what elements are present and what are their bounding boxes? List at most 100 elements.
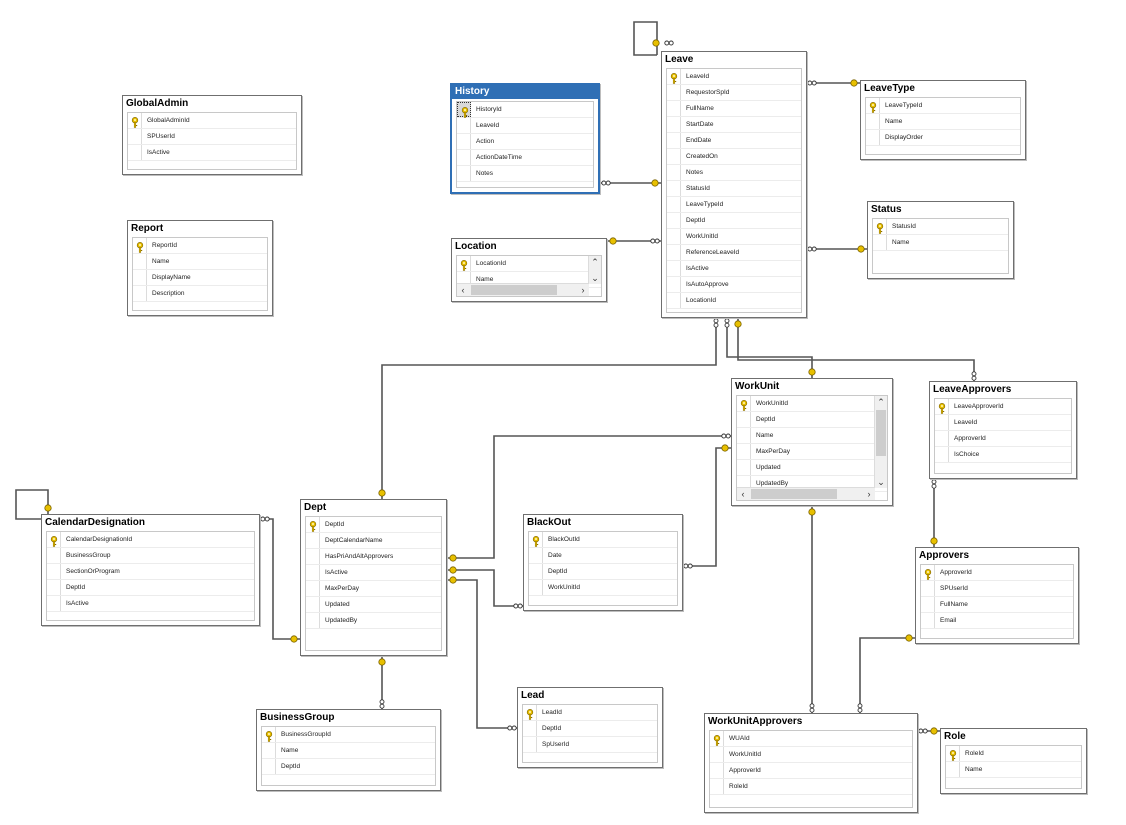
row-selector[interactable] [737,396,751,411]
row-selector[interactable] [935,399,949,414]
column-row[interactable]: DeptId [529,564,677,580]
row-selector[interactable] [133,286,147,301]
column-row[interactable]: RequestorSpId [667,85,801,101]
column-row[interactable]: LeaveId [935,415,1071,431]
table-title[interactable]: GlobalAdmin [126,98,189,109]
row-selector[interactable] [667,69,681,84]
row-selector[interactable] [529,532,543,547]
table-title[interactable]: Approvers [919,550,970,561]
row-selector[interactable] [667,213,681,228]
table-title[interactable]: BlackOut [527,517,571,528]
row-selector[interactable] [47,532,61,547]
column-row[interactable]: SectionOrProgram [47,564,254,580]
row-selector[interactable] [921,613,935,628]
column-row[interactable]: IsActive [128,145,296,161]
row-selector[interactable] [133,254,147,269]
column-row[interactable]: SPUserId [921,581,1073,597]
row-selector[interactable] [306,565,320,580]
scroll-down-icon[interactable]: ⌄ [877,477,885,487]
row-selector[interactable] [457,102,471,118]
row-selector[interactable] [873,219,887,234]
row-selector[interactable] [523,705,537,720]
column-row[interactable]: IsChoice [935,447,1071,463]
row-selector[interactable] [935,447,949,462]
table-title[interactable]: Dept [304,502,327,513]
row-selector[interactable] [133,270,147,285]
column-row[interactable]: DisplayName [133,270,267,286]
column-row[interactable]: StatusId [667,181,801,197]
column-row[interactable]: HasPriAndAltApprovers [306,549,441,565]
row-selector[interactable] [667,85,681,100]
row-selector[interactable] [457,272,471,287]
column-row[interactable]: Name [737,428,887,444]
column-row[interactable]: WUAId [710,731,912,747]
row-selector[interactable] [873,235,887,250]
column-row[interactable]: LeaveTypeId [667,197,801,213]
column-row[interactable]: GlobalAdminId [128,113,296,129]
row-selector[interactable] [710,747,724,762]
row-selector[interactable] [946,746,960,761]
row-selector[interactable] [667,277,681,292]
row-selector[interactable] [710,763,724,778]
scroll-thumb[interactable] [876,410,886,456]
column-row[interactable]: LocationId [667,293,801,309]
row-selector[interactable] [457,166,471,181]
row-selector[interactable] [667,197,681,212]
column-row[interactable]: CreatedOn [667,149,801,165]
column-row[interactable]: Name [866,114,1020,130]
row-selector[interactable] [667,101,681,116]
column-row[interactable]: StartDate [667,117,801,133]
column-row[interactable]: UpdatedBy [306,613,441,629]
column-row[interactable]: ReportId [133,238,267,254]
row-selector[interactable] [737,476,751,491]
row-selector[interactable] [737,460,751,475]
row-selector[interactable] [866,98,880,113]
row-selector[interactable] [935,415,949,430]
row-selector[interactable] [921,597,935,612]
column-row[interactable]: Date [529,548,677,564]
column-row[interactable]: DeptCalendarName [306,533,441,549]
row-selector[interactable] [457,150,471,165]
row-selector[interactable] [529,580,543,595]
column-row[interactable]: DeptId [667,213,801,229]
row-selector[interactable] [523,737,537,752]
column-row[interactable]: RoleId [946,746,1081,762]
column-row[interactable]: Email [921,613,1073,629]
column-row[interactable]: WorkUnitId [710,747,912,763]
row-selector[interactable] [128,113,142,128]
column-row[interactable]: Name [262,743,435,759]
row-selector[interactable] [262,727,276,742]
row-selector[interactable] [128,145,142,160]
column-row[interactable]: Updated [306,597,441,613]
column-row[interactable]: DeptId [737,412,887,428]
scroll-left-icon[interactable]: ‹ [741,489,745,499]
scroll-thumb[interactable] [751,489,837,499]
table-title[interactable]: History [452,85,598,99]
row-selector[interactable] [667,261,681,276]
table-title[interactable]: BusinessGroup [260,712,335,723]
column-row[interactable]: Description [133,286,267,302]
column-row[interactable]: DeptId [262,759,435,775]
column-row[interactable]: DeptId [523,721,657,737]
column-row[interactable]: IsActive [47,596,254,612]
row-selector[interactable] [667,245,681,260]
column-row[interactable]: LocationId [457,256,601,272]
column-row[interactable]: LeaveApproverId [935,399,1071,415]
column-row[interactable]: IsAutoApprove [667,277,801,293]
row-selector[interactable] [737,428,751,443]
scroll-up-icon[interactable]: ⌃ [591,257,599,267]
row-selector[interactable] [667,149,681,164]
row-selector[interactable] [306,517,320,532]
row-selector[interactable] [866,114,880,129]
table-title[interactable]: CalendarDesignation [45,517,146,528]
column-row[interactable]: FullName [921,597,1073,613]
